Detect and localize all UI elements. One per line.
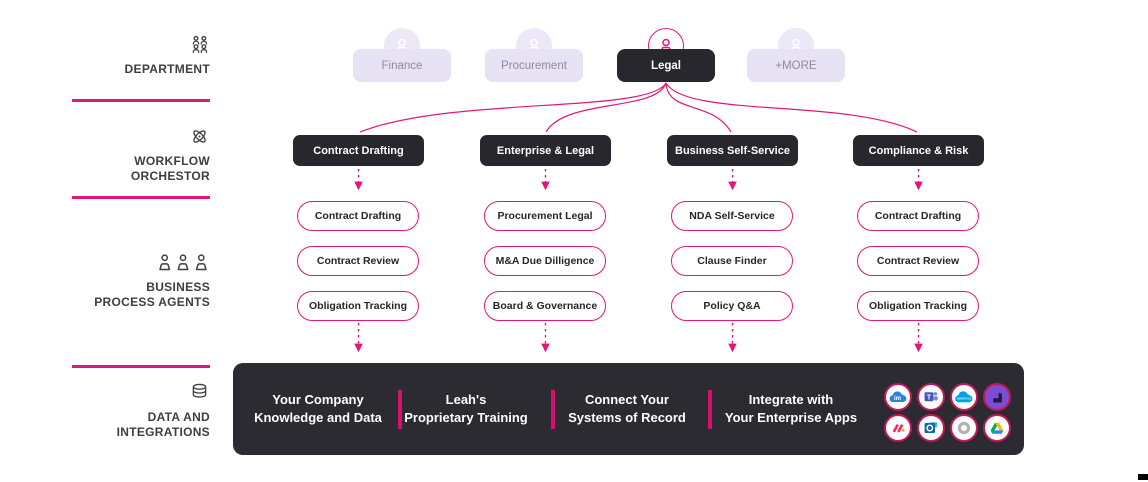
agent-pill[interactable]: Contract Drafting: [297, 201, 419, 231]
dashed-arrows: [354, 169, 923, 353]
workflow-button-contract-drafting[interactable]: Contract Drafting: [293, 135, 424, 166]
department-button-more[interactable]: +MORE: [747, 49, 845, 82]
data-integrations-bar: Your Company Knowledge and Data Leah's P…: [233, 363, 1024, 455]
llama-app-icon[interactable]: [983, 383, 1011, 411]
agent-pill[interactable]: Contract Review: [297, 246, 419, 276]
agent-pill[interactable]: Policy Q&A: [671, 291, 793, 321]
integration-company-knowledge: Your Company Knowledge and Data: [254, 392, 382, 425]
bar-divider: [708, 390, 712, 429]
svg-text:im: im: [894, 396, 901, 402]
sidebar-label-data-and-integrations: DATA AND INTEGRATIONS: [116, 410, 210, 439]
sidebar-divider: [72, 99, 210, 102]
integration-enterprise-apps: Integrate with Your Enterprise Apps: [724, 392, 858, 425]
orbit-icon: [193, 130, 206, 143]
agent-pill[interactable]: M&A Due Dilligence: [484, 246, 606, 276]
agent-pill[interactable]: Procurement Legal: [484, 201, 606, 231]
agent-pill[interactable]: Board & Governance: [484, 291, 606, 321]
svg-text:T: T: [927, 394, 932, 401]
team-grid-icon: [192, 35, 208, 53]
integration-systems-of-record: Connect Your Systems of Record: [568, 392, 686, 425]
workflow-button-business-self-service[interactable]: Business Self-Service: [667, 135, 798, 166]
workflow-button-compliance-risk[interactable]: Compliance & Risk: [853, 135, 984, 166]
salesforce-app-icon[interactable]: salesforce: [950, 383, 978, 411]
sidebar-section-data-and-integrations: DATA AND INTEGRATIONS: [60, 382, 210, 439]
sidebar-section-business-process-agents: BUSINESS PROCESS AGENTS: [60, 252, 210, 309]
sidebar-label-department: DEPARTMENT: [124, 62, 210, 76]
sidebar-label-business-process-agents: BUSINESS PROCESS AGENTS: [94, 280, 210, 309]
agent-pill[interactable]: Contract Review: [857, 246, 979, 276]
agent-pill[interactable]: Clause Finder: [671, 246, 793, 276]
people-row-icon: [159, 254, 207, 271]
imanage-app-icon[interactable]: im: [884, 383, 912, 411]
department-button-legal[interactable]: Legal: [617, 49, 715, 82]
agent-pill[interactable]: Obligation Tracking: [297, 291, 419, 321]
department-procurement[interactable]: Procurement: [485, 28, 583, 82]
agent-pill[interactable]: Contract Drafting: [857, 201, 979, 231]
bar-divider: [398, 390, 402, 429]
database-icon: [192, 383, 207, 398]
agent-pill[interactable]: Obligation Tracking: [857, 291, 979, 321]
agent-pill[interactable]: NDA Self-Service: [671, 201, 793, 231]
sidebar-section-department: DEPARTMENT: [60, 34, 210, 77]
fan-curves: [359, 82, 918, 133]
sidebar-section-workflow-orchestrator: WORKFLOW ORCHESTOR: [60, 126, 210, 183]
sidebar-divider: [72, 365, 210, 368]
integration-proprietary-training: Leah's Proprietary Training: [404, 392, 528, 425]
outlook-app-icon[interactable]: [917, 414, 945, 442]
monday-app-icon[interactable]: [884, 414, 912, 442]
google-drive-app-icon[interactable]: [983, 414, 1011, 442]
department-finance[interactable]: Finance: [353, 28, 451, 82]
department-button-procurement[interactable]: Procurement: [485, 49, 583, 82]
sidebar-label-workflow-orchestrator: WORKFLOW ORCHESTOR: [130, 154, 210, 183]
department-more[interactable]: +MORE: [747, 28, 845, 82]
department-button-finance[interactable]: Finance: [353, 49, 451, 82]
crop-artifact: [1138, 474, 1148, 480]
sidebar-divider: [72, 196, 210, 199]
microsoft-teams-app-icon[interactable]: T: [917, 383, 945, 411]
bar-divider: [551, 390, 555, 429]
loop-app-icon[interactable]: [950, 414, 978, 442]
workflow-button-enterprise-legal[interactable]: Enterprise & Legal: [480, 135, 611, 166]
department-legal-selected[interactable]: Legal: [617, 28, 715, 82]
svg-text:salesforce: salesforce: [957, 397, 972, 401]
